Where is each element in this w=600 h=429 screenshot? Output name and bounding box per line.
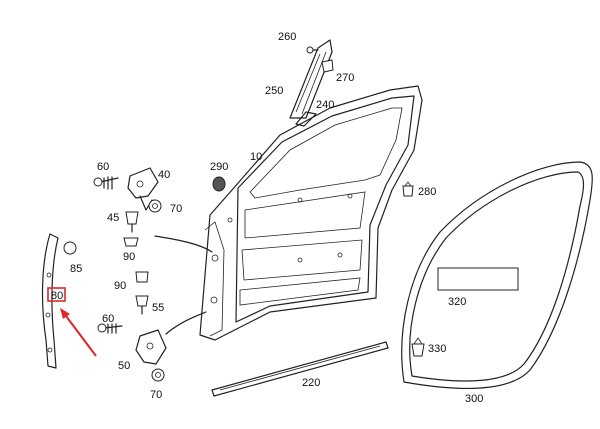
label-240: 240 — [316, 99, 334, 111]
seal-strip-80 — [41, 233, 59, 369]
plug-85 — [63, 241, 77, 255]
label-60-upper: 60 — [97, 161, 109, 173]
upper-hinge — [93, 167, 162, 247]
clip-330 — [411, 337, 425, 357]
door-shell — [199, 85, 423, 341]
label-270: 270 — [336, 72, 354, 84]
label-70-lower: 70 — [150, 389, 162, 401]
label-patch-320 — [437, 267, 519, 291]
label-45: 45 — [107, 212, 119, 224]
plug-290 — [212, 176, 226, 192]
label-50: 50 — [118, 360, 130, 372]
label-250: 250 — [265, 85, 283, 97]
highlight-box — [47, 287, 66, 302]
label-320: 320 — [448, 296, 466, 308]
label-60-lower: 60 — [102, 313, 114, 325]
label-80: 80 — [51, 290, 63, 302]
label-40: 40 — [158, 169, 170, 181]
label-300: 300 — [465, 393, 483, 405]
lower-hinge — [97, 271, 167, 382]
leader-line-lower — [165, 311, 207, 335]
label-290: 290 — [210, 161, 228, 173]
label-220: 220 — [302, 377, 320, 389]
label-90-upper: 90 — [123, 251, 135, 263]
mirror-trim — [289, 39, 334, 127]
label-10: 10 — [250, 151, 262, 163]
sill-strip-220 — [211, 341, 389, 397]
leader-line-upper — [154, 235, 213, 253]
highlight-arrow — [60, 308, 97, 357]
label-70-upper: 70 — [170, 203, 182, 215]
label-85: 85 — [70, 263, 82, 275]
label-330: 330 — [428, 343, 446, 355]
label-280: 280 — [418, 186, 436, 198]
label-90-lower: 90 — [114, 280, 126, 292]
label-260: 260 — [278, 31, 296, 43]
door-seal-300 — [401, 161, 593, 390]
clip-280 — [402, 181, 414, 197]
label-55: 55 — [152, 302, 164, 314]
